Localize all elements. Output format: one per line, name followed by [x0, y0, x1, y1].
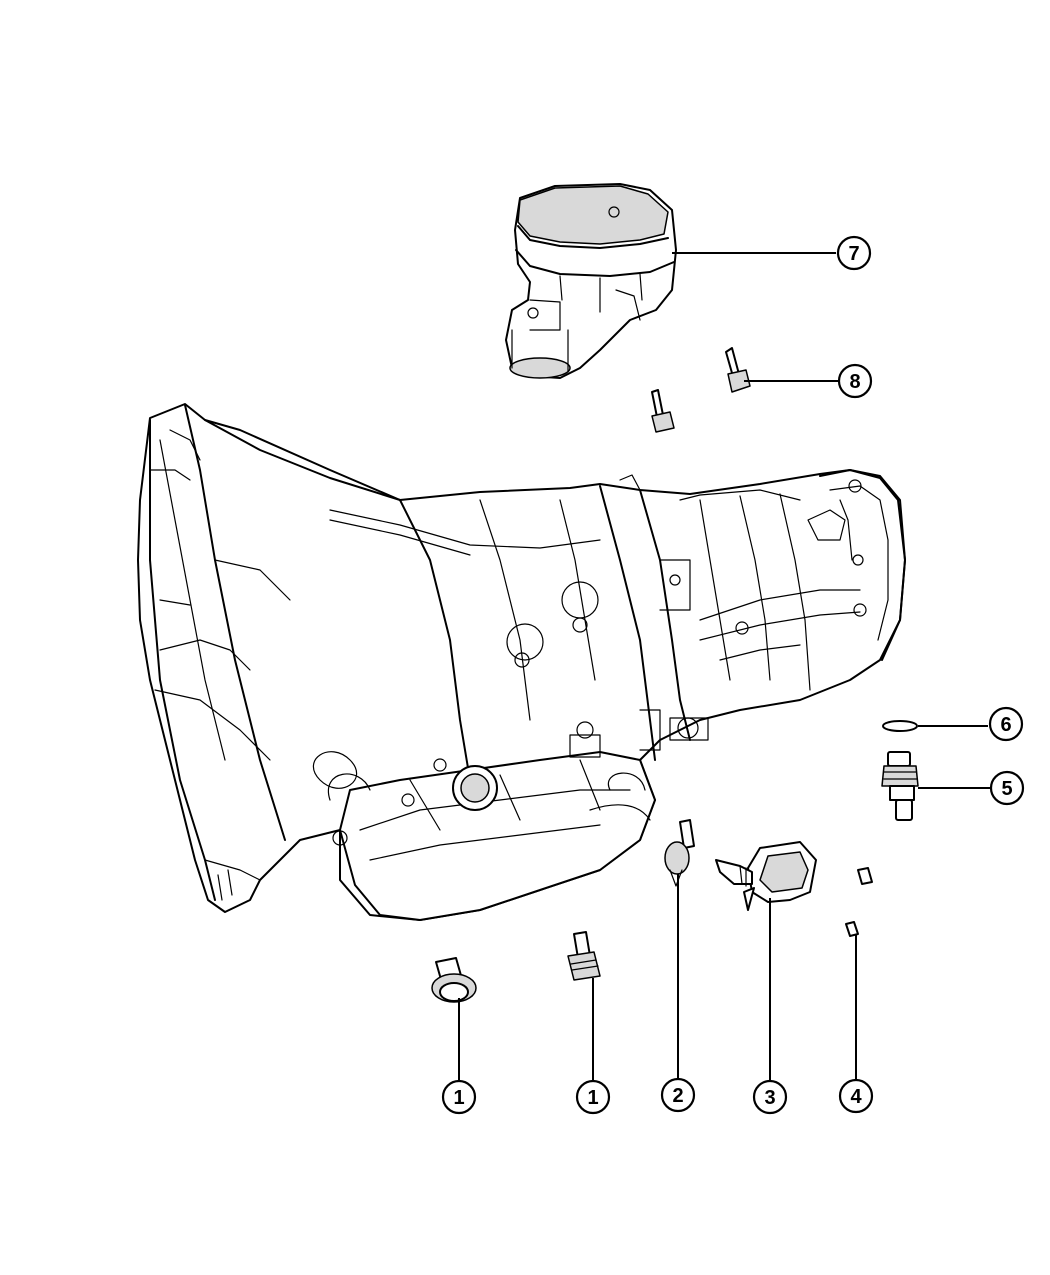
callout-2-label: 2	[672, 1085, 683, 1107]
callout-4-label: 4	[850, 1086, 862, 1108]
callout-1b-label: 1	[587, 1087, 598, 1109]
callout-1b: 1	[575, 1079, 611, 1115]
callout-7-label: 7	[848, 243, 859, 265]
callout-4: 4	[838, 1078, 874, 1114]
sensor-clip-part	[664, 819, 695, 887]
callout-8: 8	[837, 363, 873, 399]
actuator-part	[505, 183, 677, 379]
callout-6-label: 6	[1000, 714, 1011, 736]
callout-3: 3	[752, 1079, 788, 1115]
sensor-part	[881, 751, 919, 821]
callout-1a: 1	[441, 1079, 477, 1115]
callout-2: 2	[660, 1077, 696, 1113]
callout-6: 6	[988, 706, 1024, 742]
transmission-assembly	[137, 403, 906, 921]
callout-3-label: 3	[764, 1087, 775, 1109]
callout-1a-label: 1	[453, 1087, 464, 1109]
fitting-part	[567, 931, 601, 981]
callout-5-label: 5	[1001, 778, 1012, 800]
callout-8-label: 8	[849, 371, 860, 393]
bolts-part	[651, 347, 751, 433]
sensor-module-part	[715, 841, 817, 911]
o-ring-part	[882, 720, 918, 732]
plug-part	[431, 957, 477, 1003]
callout-5: 5	[989, 770, 1025, 806]
callout-7: 7	[836, 235, 872, 271]
screws-part	[845, 867, 873, 937]
